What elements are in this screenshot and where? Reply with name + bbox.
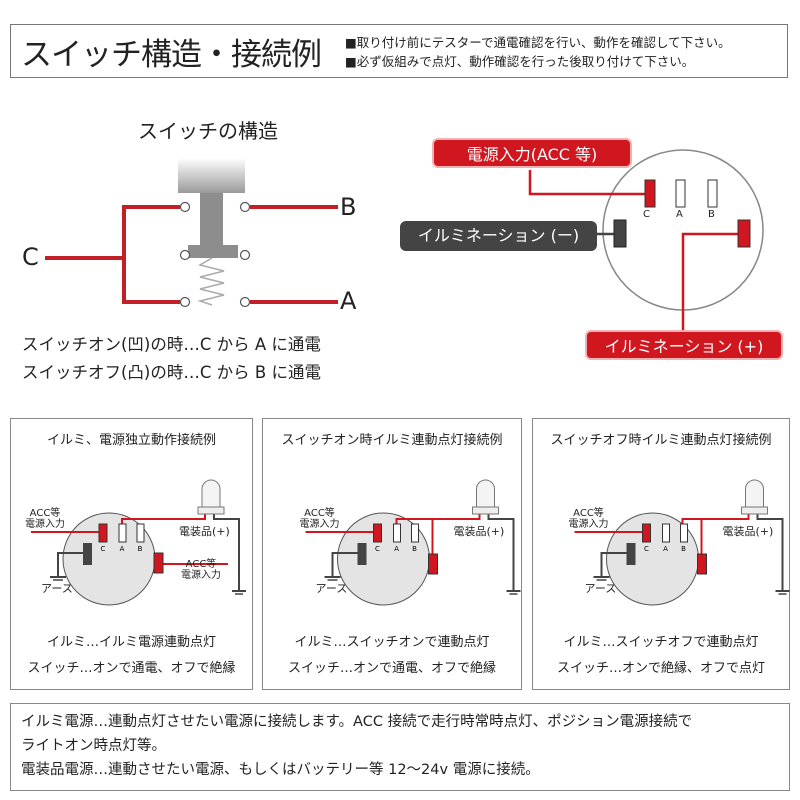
acc-label-line: ACC等 xyxy=(304,508,335,519)
switch-stem xyxy=(200,193,223,258)
acc-label-line: 電源入力 xyxy=(181,570,221,581)
caption-switch: スイッチ…オンで通電、オフで絶縁 xyxy=(27,661,236,676)
connector-diagram: C A B 電源入力(ACC 等) イルミネーション (ー) イルミネーション … xyxy=(380,120,800,380)
switch-cap xyxy=(178,158,245,193)
header-box: スイッチ構造・接続例 ■取り付け前にテスターで通電確認を行い、動作を確認して下さ… xyxy=(10,24,788,78)
wiring-panel-3: C A B スイッチオフ時イルミ連動点灯接続例 ACC等電源入力 電装品(+) … xyxy=(532,418,790,690)
caption-illumination: イルミ…スイッチオフで連動点灯 xyxy=(563,635,759,650)
caption-switch: スイッチ…オンで通電、オフで絶縁 xyxy=(287,661,496,676)
svg-text:A: A xyxy=(394,545,399,553)
switch-structure: スイッチの構造 C B A スイッチオン(凹)の時…C から A に通電 スイッ… xyxy=(0,95,400,395)
pin-a-label: A xyxy=(676,209,683,220)
wiring-diagram: C A B xyxy=(305,479,521,606)
svg-text:C: C xyxy=(375,545,380,553)
ground-label: アース xyxy=(41,582,73,595)
illumination-minus-tag: イルミネーション (ー) xyxy=(400,221,597,251)
caption-illumination: イルミ…イルミ電源連動点灯 xyxy=(46,635,216,650)
ground-label: アース xyxy=(584,582,617,595)
device-label: 電装品(+) xyxy=(179,525,230,538)
acc-input-label: ACC等電源入力 xyxy=(25,508,65,530)
footer-line-1: イルミ電源…連動点灯させたい電源に接続します。ACC 接続で走行時常時点灯、ポジ… xyxy=(21,714,693,730)
svg-text:B: B xyxy=(138,545,143,553)
caption-illumination: イルミ…スイッチオンで連動点灯 xyxy=(294,635,490,650)
svg-text:C: C xyxy=(644,545,649,553)
wiring-panel-2: C A B スイッチオン時イルミ連動点灯接続例 ACC等電源入力 電装品(+) … xyxy=(262,418,522,690)
acc-label-line: 電源入力 xyxy=(568,519,609,530)
ground-label: アース xyxy=(315,582,348,595)
footer-notes: イルミ電源…連動点灯させたい電源に接続します。ACC 接続で走行時常時点灯、ポジ… xyxy=(10,703,790,791)
acc-label-line: ACC等 xyxy=(29,508,61,519)
acc-label-line: ACC等 xyxy=(185,559,217,570)
switch-off-text: スイッチオフ(凸)の時…C から B に通電 xyxy=(22,363,321,382)
c-wires xyxy=(45,205,338,304)
note-1: ■取り付け前にテスターで通電確認を行い、動作を確認して下さい。 xyxy=(345,35,731,50)
panel-title: スイッチオン時イルミ連動点灯接続例 xyxy=(281,433,503,448)
terminal-b-label: B xyxy=(340,193,357,221)
power-wire xyxy=(528,170,645,196)
pin-a xyxy=(675,179,686,208)
note-2: ■必ず仮組みで点灯、動作確認を行った後取り付けて下さい。 xyxy=(345,54,695,69)
svg-text:A: A xyxy=(663,545,668,553)
footer-line-2: ライトオン時点灯等。 xyxy=(21,738,166,754)
pin-illumination xyxy=(737,219,751,248)
pin-ground xyxy=(613,219,627,248)
connector-svg xyxy=(528,149,764,330)
panel-title: イルミ、電源独立動作接続例 xyxy=(46,433,216,448)
wiring-panel-1: C A B イルミ、電源独立動作接続例 ACC等電源入力 電装品(+) アース … xyxy=(10,418,253,690)
power-input-tag: 電源入力(ACC 等) xyxy=(432,138,632,168)
page-title: スイッチ構造・接続例 xyxy=(21,37,322,73)
acc-label-line: 電源入力 xyxy=(299,519,340,530)
panel-title: スイッチオフ時イルミ連動点灯接続例 xyxy=(550,433,772,448)
switch-contact-bar xyxy=(188,245,238,258)
footer-line-3: 電装品電源…連動させたい電源、もしくはバッテリー等 12〜24v 電源に接続。 xyxy=(21,762,540,778)
svg-text:C: C xyxy=(101,545,106,553)
pin-b xyxy=(707,179,718,208)
svg-text:B: B xyxy=(412,545,417,553)
illumination-plus-tag: イルミネーション (+) xyxy=(585,330,783,360)
pin-c xyxy=(644,179,656,208)
svg-text:A: A xyxy=(120,545,125,553)
acc-input-label: ACC等電源入力 xyxy=(569,508,609,530)
acc-input-label-right: ACC等電源入力 xyxy=(181,559,221,581)
switch-structure-diagram xyxy=(45,158,338,308)
caption-switch: スイッチ…オンで絶縁、オフで点灯 xyxy=(556,661,765,676)
acc-label-line: 電源入力 xyxy=(25,519,65,530)
illum-plus-wire xyxy=(681,232,738,330)
wiring-diagram: C A B xyxy=(31,479,246,606)
wiring-diagram: C A B xyxy=(574,479,790,606)
switch-on-text: スイッチオン(凹)の時…C から A に通電 xyxy=(22,335,321,354)
contact-points xyxy=(179,201,251,308)
device-label: 電装品(+) xyxy=(722,525,774,538)
terminal-c-label: C xyxy=(22,243,39,271)
svg-text:B: B xyxy=(681,545,686,553)
spring-icon xyxy=(197,257,225,306)
device-label: 電装品(+) xyxy=(453,525,505,538)
structure-title: スイッチの構造 xyxy=(138,119,278,143)
terminal-a-label: A xyxy=(340,287,357,315)
pin-b-label: B xyxy=(708,209,715,220)
pin-c-label: C xyxy=(643,209,650,220)
acc-input-label: ACC等電源入力 xyxy=(300,508,340,530)
acc-label-line: ACC等 xyxy=(573,508,604,519)
